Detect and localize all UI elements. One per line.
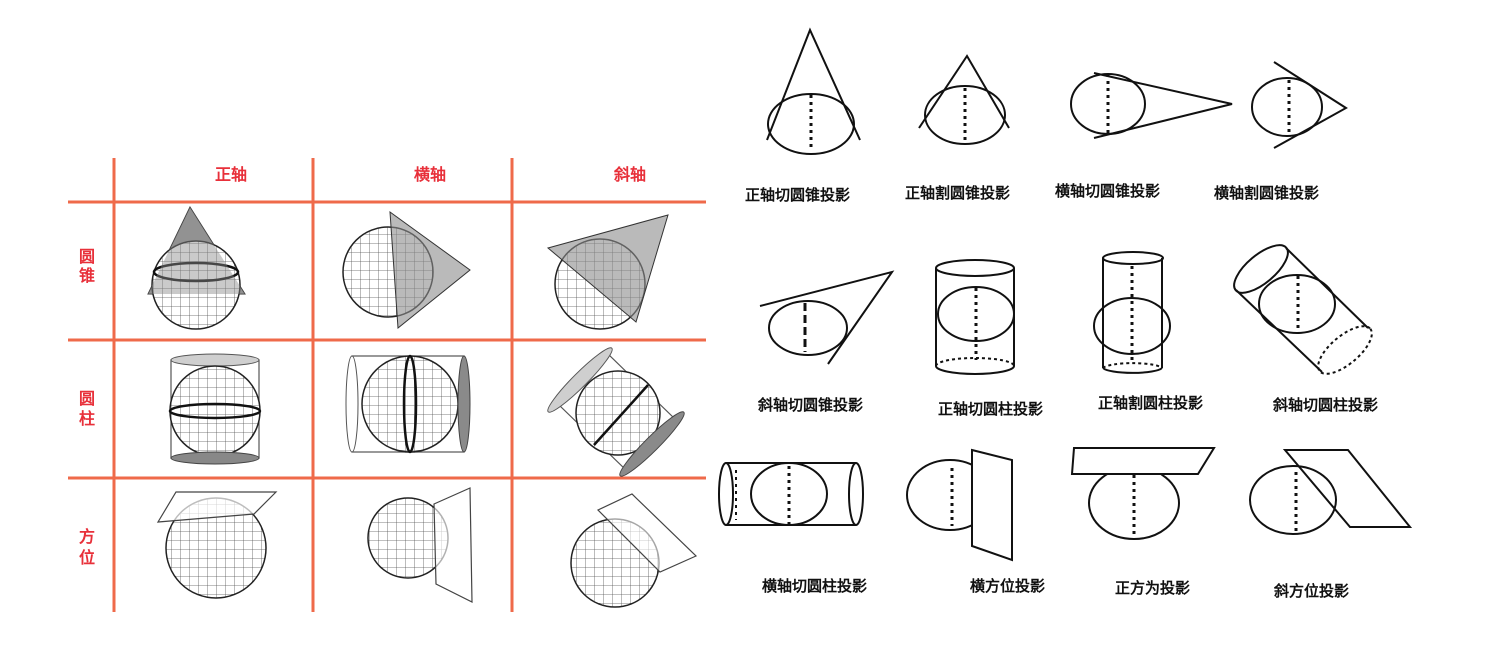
drawing-cylinder-transverse-tangent: [718, 462, 864, 526]
caption-cylinder-normal-secant: 正轴割圆柱投影: [1098, 394, 1203, 412]
projection-captions: 正轴切圆锥投影 正轴割圆锥投影 横轴切圆锥投影 横轴割圆锥投影 斜轴切圆锥投影 …: [745, 182, 1378, 600]
drawing-cone-transverse-tangent: [1070, 72, 1233, 139]
drawing-azimuthal-normal: [1070, 447, 1216, 540]
caption-cylinder-oblique-tangent: 斜轴切圆柱投影: [1272, 396, 1378, 414]
column-header-transverse: 横轴: [414, 165, 446, 184]
globe-cylinder-normal: [168, 353, 262, 465]
globe-cone-oblique: [546, 214, 669, 330]
row-header-azimuthal-line1: 方: [79, 527, 95, 546]
row-header-cone-line1: 圆: [79, 247, 95, 266]
table-grid-lines: [68, 158, 706, 612]
drawing-azimuthal-oblique: [1249, 449, 1413, 535]
drawing-cone-normal-tangent: [766, 27, 861, 155]
drawing-cone-transverse-secant: [1251, 61, 1348, 149]
globe-azimuthal-oblique: [570, 493, 698, 608]
globe-cone-transverse: [342, 210, 471, 329]
drawing-cylinder-oblique-tangent: [1233, 244, 1373, 375]
drawing-cone-oblique-tangent: [759, 270, 895, 365]
column-header-oblique: 斜轴: [613, 165, 646, 184]
globe-cone-normal: [147, 205, 246, 330]
column-header-normal: 正轴: [215, 165, 247, 184]
caption-azimuthal-oblique: 斜方位投影: [1273, 582, 1349, 600]
row-header-cone-line2: 锥: [79, 266, 95, 285]
row-header-cylinder-line1: 圆: [79, 389, 95, 408]
globe-azimuthal-normal: [156, 491, 278, 599]
caption-cone-oblique-tangent: 斜轴切圆锥投影: [757, 396, 863, 414]
caption-cone-normal-tangent: 正轴切圆锥投影: [745, 186, 850, 204]
caption-cone-transverse-secant: 横轴割圆锥投影: [1214, 184, 1319, 202]
caption-cylinder-normal-tangent: 正轴切圆柱投影: [938, 400, 1043, 418]
drawing-cylinder-normal-secant: [1093, 251, 1171, 374]
caption-azimuthal-transverse: 横方位投影: [970, 577, 1045, 595]
projection-table: 正轴 横轴 斜轴 圆 锥 圆 柱 方 位: [68, 158, 706, 612]
drawing-cone-normal-secant: [918, 54, 1010, 145]
row-header-azimuthal-line2: 位: [79, 548, 95, 567]
caption-cylinder-transverse-tangent: 横轴切圆柱投影: [762, 577, 867, 595]
globe-cylinder-transverse: [345, 354, 471, 454]
drawing-azimuthal-transverse: [906, 448, 1013, 562]
caption-azimuthal-normal: 正方为投影: [1115, 579, 1190, 597]
globe-cylinder-oblique: [547, 347, 685, 477]
globe-azimuthal-transverse: [367, 487, 473, 603]
caption-cone-transverse-tangent: 横轴切圆锥投影: [1055, 182, 1160, 200]
row-header-cylinder-line2: 柱: [79, 409, 95, 428]
projection-line-drawings: [718, 27, 1413, 562]
drawing-cylinder-normal-tangent: [935, 259, 1015, 375]
caption-cone-normal-secant: 正轴割圆锥投影: [905, 184, 1010, 202]
